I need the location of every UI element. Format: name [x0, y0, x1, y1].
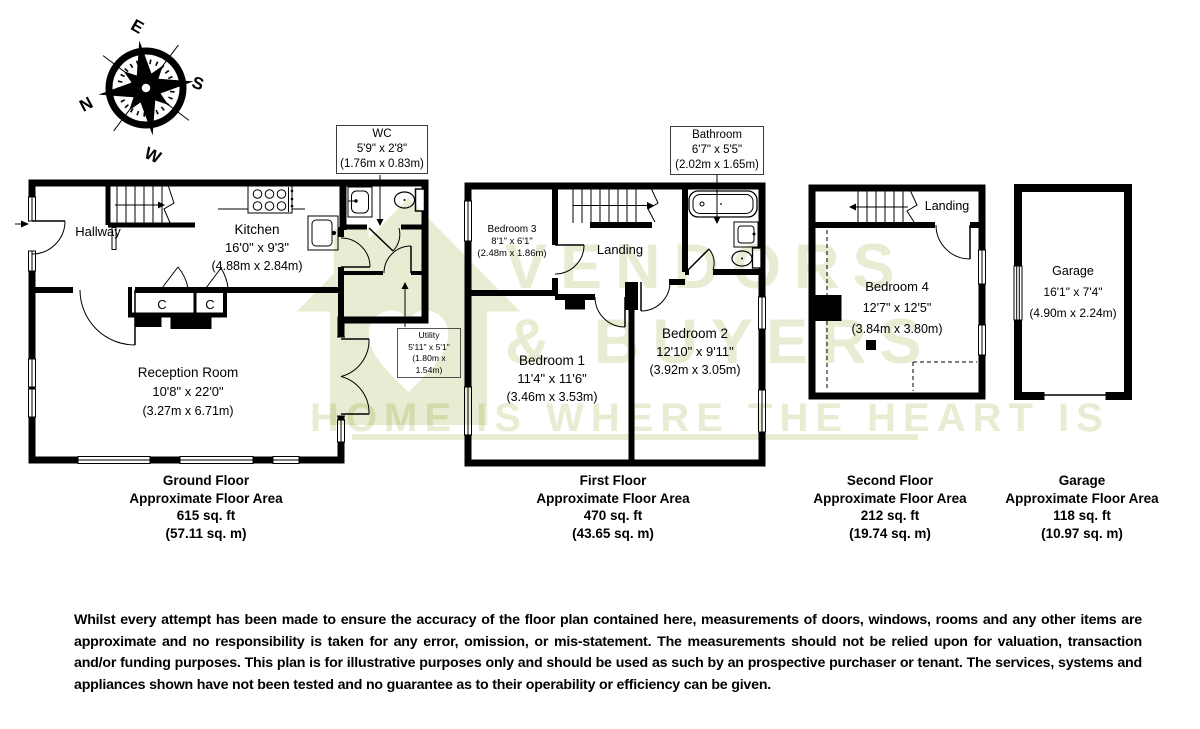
bathroom-callout: Bathroom 6'7" x 5'5" (2.02m x 1.65m) [670, 126, 764, 175]
first-floor-plan: Bedroom 3 8'1" x 6'1" (2.48m x 1.86m) La… [464, 175, 766, 467]
second-landing-label: Landing [925, 199, 970, 213]
wc-callout-imperial: 5'9" x 2'8" [356, 143, 408, 155]
closet-left-label: C [157, 297, 166, 312]
utility-callout: Utility 5'11" x 5'1" (1.80m x 1.54m) [397, 328, 461, 378]
second-chimney-breast [808, 295, 842, 321]
second-stairs [849, 189, 918, 223]
second-floor-plan: Landing Bedroom 4 12'7" x 12'5" (3.84m x… [808, 184, 986, 400]
landing-label: Landing [597, 242, 643, 257]
ground-floor-area-m: (57.11 sq. m) [165, 525, 247, 541]
compass-west-label: W [142, 143, 165, 166]
ground-floor-area-label: Ground Floor Approximate Floor Area 615 … [56, 472, 356, 542]
bedroom2-door [640, 281, 671, 312]
stove-icon [218, 185, 305, 214]
bathroom-callout-imperial: 6'7" x 5'5" [691, 144, 743, 156]
bedroom4-dims-imperial: 12'7" x 12'5" [863, 301, 932, 315]
ground-floor-title: Ground Floor [162, 473, 250, 488]
french-doors [336, 336, 370, 417]
flue-block [866, 340, 876, 350]
entrance-arrow-icon [15, 220, 29, 228]
second-floor-title: Second Floor [846, 473, 934, 488]
bathtub-icon [688, 190, 758, 218]
wc-callout-metric: (1.76m x 0.83m) [340, 158, 424, 170]
reception-dims-imperial: 10'8" x 22'0" [152, 384, 224, 399]
utility-callout-imperial: 5'11" x 5'1" [408, 341, 450, 352]
bedroom1-dims-imperial: 11'4" x 11'6" [517, 371, 587, 386]
first-floor-subtitle: Approximate Floor Area [536, 490, 690, 506]
garage-outer-walls [1014, 184, 1132, 400]
compass-east-label: E [128, 16, 147, 38]
bathroom-callout-title: Bathroom [692, 129, 742, 141]
bedroom2-label: Bedroom 2 [662, 326, 728, 341]
chimney-breast [565, 296, 585, 310]
compass-rose-icon: E S W N [76, 16, 207, 166]
garage-dims-metric: (4.90m x 2.24m) [1029, 306, 1116, 320]
bedroom3-dims-imperial: 8'1" x 6'1" [491, 236, 533, 247]
kitchen-label: Kitchen [234, 222, 279, 237]
bathroom-callout-metric: (2.02m x 1.65m) [675, 159, 759, 171]
garage-dims-imperial: 16'1" x 7'4" [1043, 285, 1102, 299]
garage-area-m: (10.97 sq. m) [1041, 525, 1123, 541]
bedroom1-door [594, 296, 626, 328]
ground-floor-subtitle: Approximate Floor Area [129, 490, 283, 506]
bathroom-toilet-icon [731, 247, 762, 269]
garage-side-window [1013, 265, 1023, 321]
disclaimer-text: Whilst every attempt has been made to en… [74, 612, 1142, 693]
garage-label: Garage [1052, 264, 1094, 278]
reception-dims-metric: (3.27m x 6.71m) [142, 404, 233, 418]
second-floor-area-label: Second Floor Approximate Floor Area 212 … [740, 472, 1040, 542]
hallway-label: Hallway [75, 224, 121, 239]
wc-callout: WC 5'9" x 2'8" (1.76m x 0.83m) [336, 125, 428, 174]
bedroom2-dims-metric: (3.92m x 3.05m) [649, 363, 740, 377]
utility-callout-metric: (1.80m x 1.54m) [412, 353, 446, 375]
kitchen-dims-imperial: 16'0" x 9'3" [225, 240, 289, 255]
bedroom4-label: Bedroom 4 [865, 279, 929, 294]
garage-plan: Garage 16'1" x 7'4" (4.90m x 2.24m) [1013, 184, 1132, 401]
garage-title: Garage [1058, 473, 1106, 488]
compass-south-label: S [190, 73, 207, 95]
first-stairs [572, 187, 659, 228]
ground-windows [28, 196, 345, 464]
second-floor-subtitle: Approximate Floor Area [813, 490, 967, 506]
ground-floor-area-ft: 615 sq. ft [176, 508, 236, 523]
bathroom-sink-icon [733, 221, 759, 248]
garage-area-label: Garage Approximate Floor Area 118 sq. ft… [932, 472, 1200, 542]
front-door [27, 220, 66, 255]
kitchen-sink-icon [307, 215, 339, 251]
second-floor-area-ft: 212 sq. ft [860, 508, 920, 523]
bedroom3-door [554, 244, 585, 275]
ground-stairs [111, 184, 175, 250]
utility-callout-title: Utility [418, 330, 440, 340]
garage-area-ft: 118 sq. ft [1053, 508, 1111, 523]
bedroom3-dims-metric: (2.48m x 1.86m) [477, 248, 546, 259]
first-floor-area-m: (43.65 sq. m) [572, 525, 654, 541]
kitchen-dims-metric: (4.88m x 2.84m) [211, 259, 302, 273]
garage-subtitle: Approximate Floor Area [1005, 490, 1159, 506]
first-floor-title: First Floor [579, 473, 647, 488]
bedroom2-dims-imperial: 12'10" x 9'11" [656, 344, 734, 359]
bathroom-door [687, 248, 715, 271]
wall-joint-block [625, 282, 638, 310]
first-floor-area-label: First Floor Approximate Floor Area 470 s… [463, 472, 763, 542]
ground-floor-plan: Hallway Kitchen 16'0" x 9'3" (4.88m x 2.… [15, 175, 429, 464]
bedroom3-label: Bedroom 3 [488, 224, 537, 235]
second-windows [978, 249, 986, 356]
closets [128, 266, 229, 329]
compass-north-label: N [76, 93, 96, 116]
closet-right-label: C [205, 297, 214, 312]
bathroom-callout-arrow-icon [713, 175, 721, 224]
bedroom1-dims-metric: (3.46m x 3.53m) [506, 390, 597, 404]
bedroom1-label: Bedroom 1 [519, 353, 585, 368]
bedroom4-dims-metric: (3.84m x 3.80m) [851, 322, 942, 336]
wc-sink-icon [347, 186, 373, 218]
garage-door [1043, 391, 1107, 401]
first-floor-area-ft: 470 sq. ft [583, 508, 643, 523]
second-floor-area-m: (19.74 sq. m) [849, 525, 931, 541]
compass-star [98, 40, 194, 136]
landing-door [935, 224, 971, 260]
wc-callout-title: WC [372, 128, 392, 140]
reception-label: Reception Room [138, 365, 239, 380]
